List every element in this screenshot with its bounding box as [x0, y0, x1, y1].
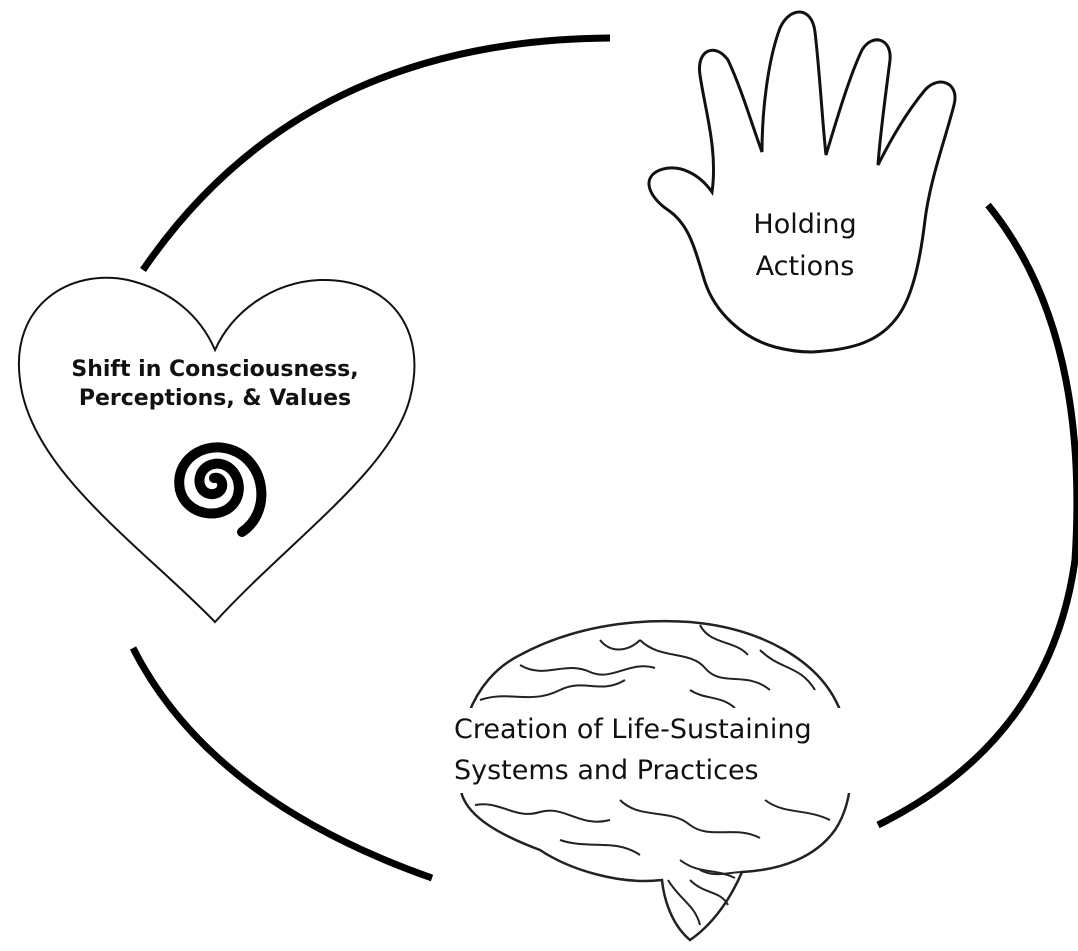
heart-node-label: Shift in Consciousness, Perceptions, & V… — [40, 356, 390, 413]
brain-label-line-1: Creation of Life-Sustaining — [454, 714, 812, 745]
ring-arc-top-left — [140, 34, 611, 272]
heart-label-line-2: Perceptions, & Values — [78, 385, 352, 411]
hand-label-line-2: Actions — [755, 250, 855, 282]
brain-label-line-2: Systems and Practices — [454, 754, 759, 786]
brain-node-label: Creation of Life-Sustaining Systems and … — [448, 708, 870, 793]
ring-arc-right — [876, 202, 1078, 829]
cycle-ring — [129, 34, 1078, 882]
spiral-icon — [174, 442, 267, 537]
hand-icon — [647, 10, 957, 354]
hand-node-label: Holding Actions — [720, 204, 890, 288]
ring-arc-bottom-left — [129, 646, 434, 882]
hand-label-line-1: Holding — [753, 209, 857, 240]
heart-label-line-1: Shift in Consciousness, — [71, 357, 359, 382]
